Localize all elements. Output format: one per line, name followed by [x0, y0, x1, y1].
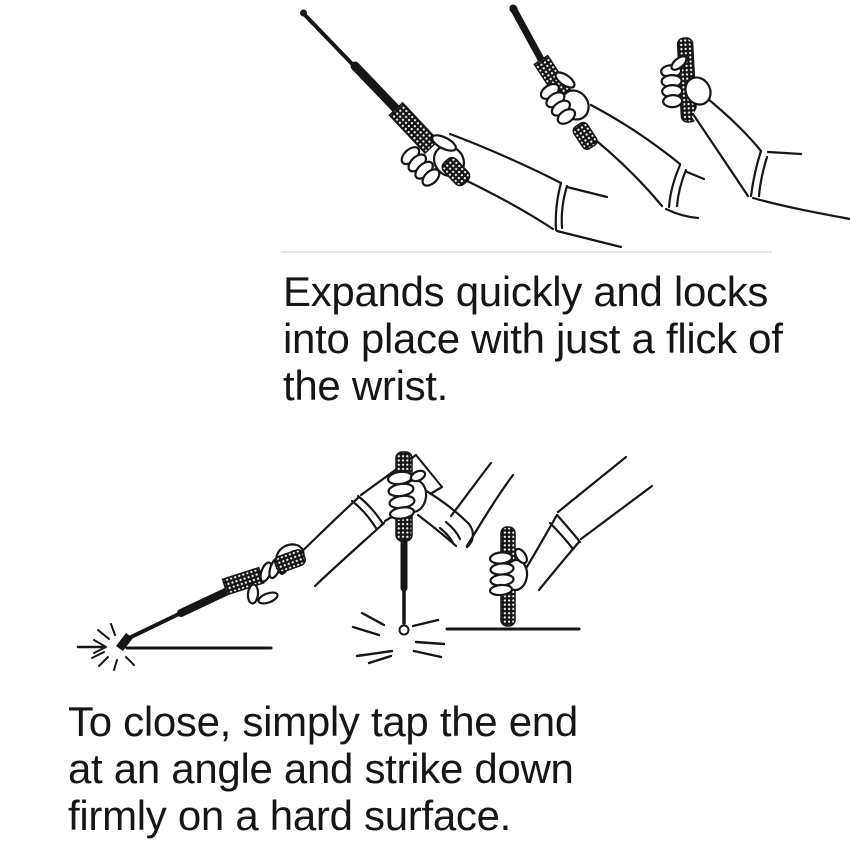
- baton-pommel: [274, 549, 306, 573]
- caption-line: at an angle and strike down: [68, 745, 574, 792]
- figure-closed-on-surface: [445, 455, 654, 631]
- baton-grip: [388, 101, 440, 155]
- hand: [488, 547, 529, 597]
- caption-line: To close, simply tap the end: [68, 698, 578, 745]
- arm: [448, 132, 623, 249]
- impact-burst: [76, 623, 273, 671]
- figure-extended-baton: [300, 9, 623, 249]
- arm: [416, 461, 515, 549]
- figure-strike-down: [351, 451, 515, 665]
- figure-closed-baton: [660, 37, 850, 221]
- top-illustration: [281, 4, 850, 253]
- impact-burst: [351, 611, 446, 665]
- top-caption: Expands quickly and locks into place wit…: [283, 268, 783, 409]
- bottom-illustration: [76, 451, 654, 671]
- hand: [400, 134, 466, 187]
- baton-pommel: [572, 121, 598, 150]
- hand: [660, 55, 712, 109]
- figure-tap-at-angle: [76, 453, 444, 671]
- hand: [386, 469, 428, 520]
- caption-line: into place with just a flick of: [283, 315, 783, 362]
- arm: [523, 455, 654, 592]
- bottom-caption: To close, simply tap the end at an angle…: [68, 698, 578, 839]
- baton-tip: [398, 624, 410, 636]
- figure-partially-extended-baton: [509, 4, 706, 220]
- caption-line: firmly on a hard surface.: [68, 792, 512, 839]
- caption-line: Expands quickly and locks: [283, 268, 769, 315]
- hand: [539, 71, 590, 125]
- baton-pommel: [441, 156, 471, 187]
- caption-line: the wrist.: [283, 362, 449, 409]
